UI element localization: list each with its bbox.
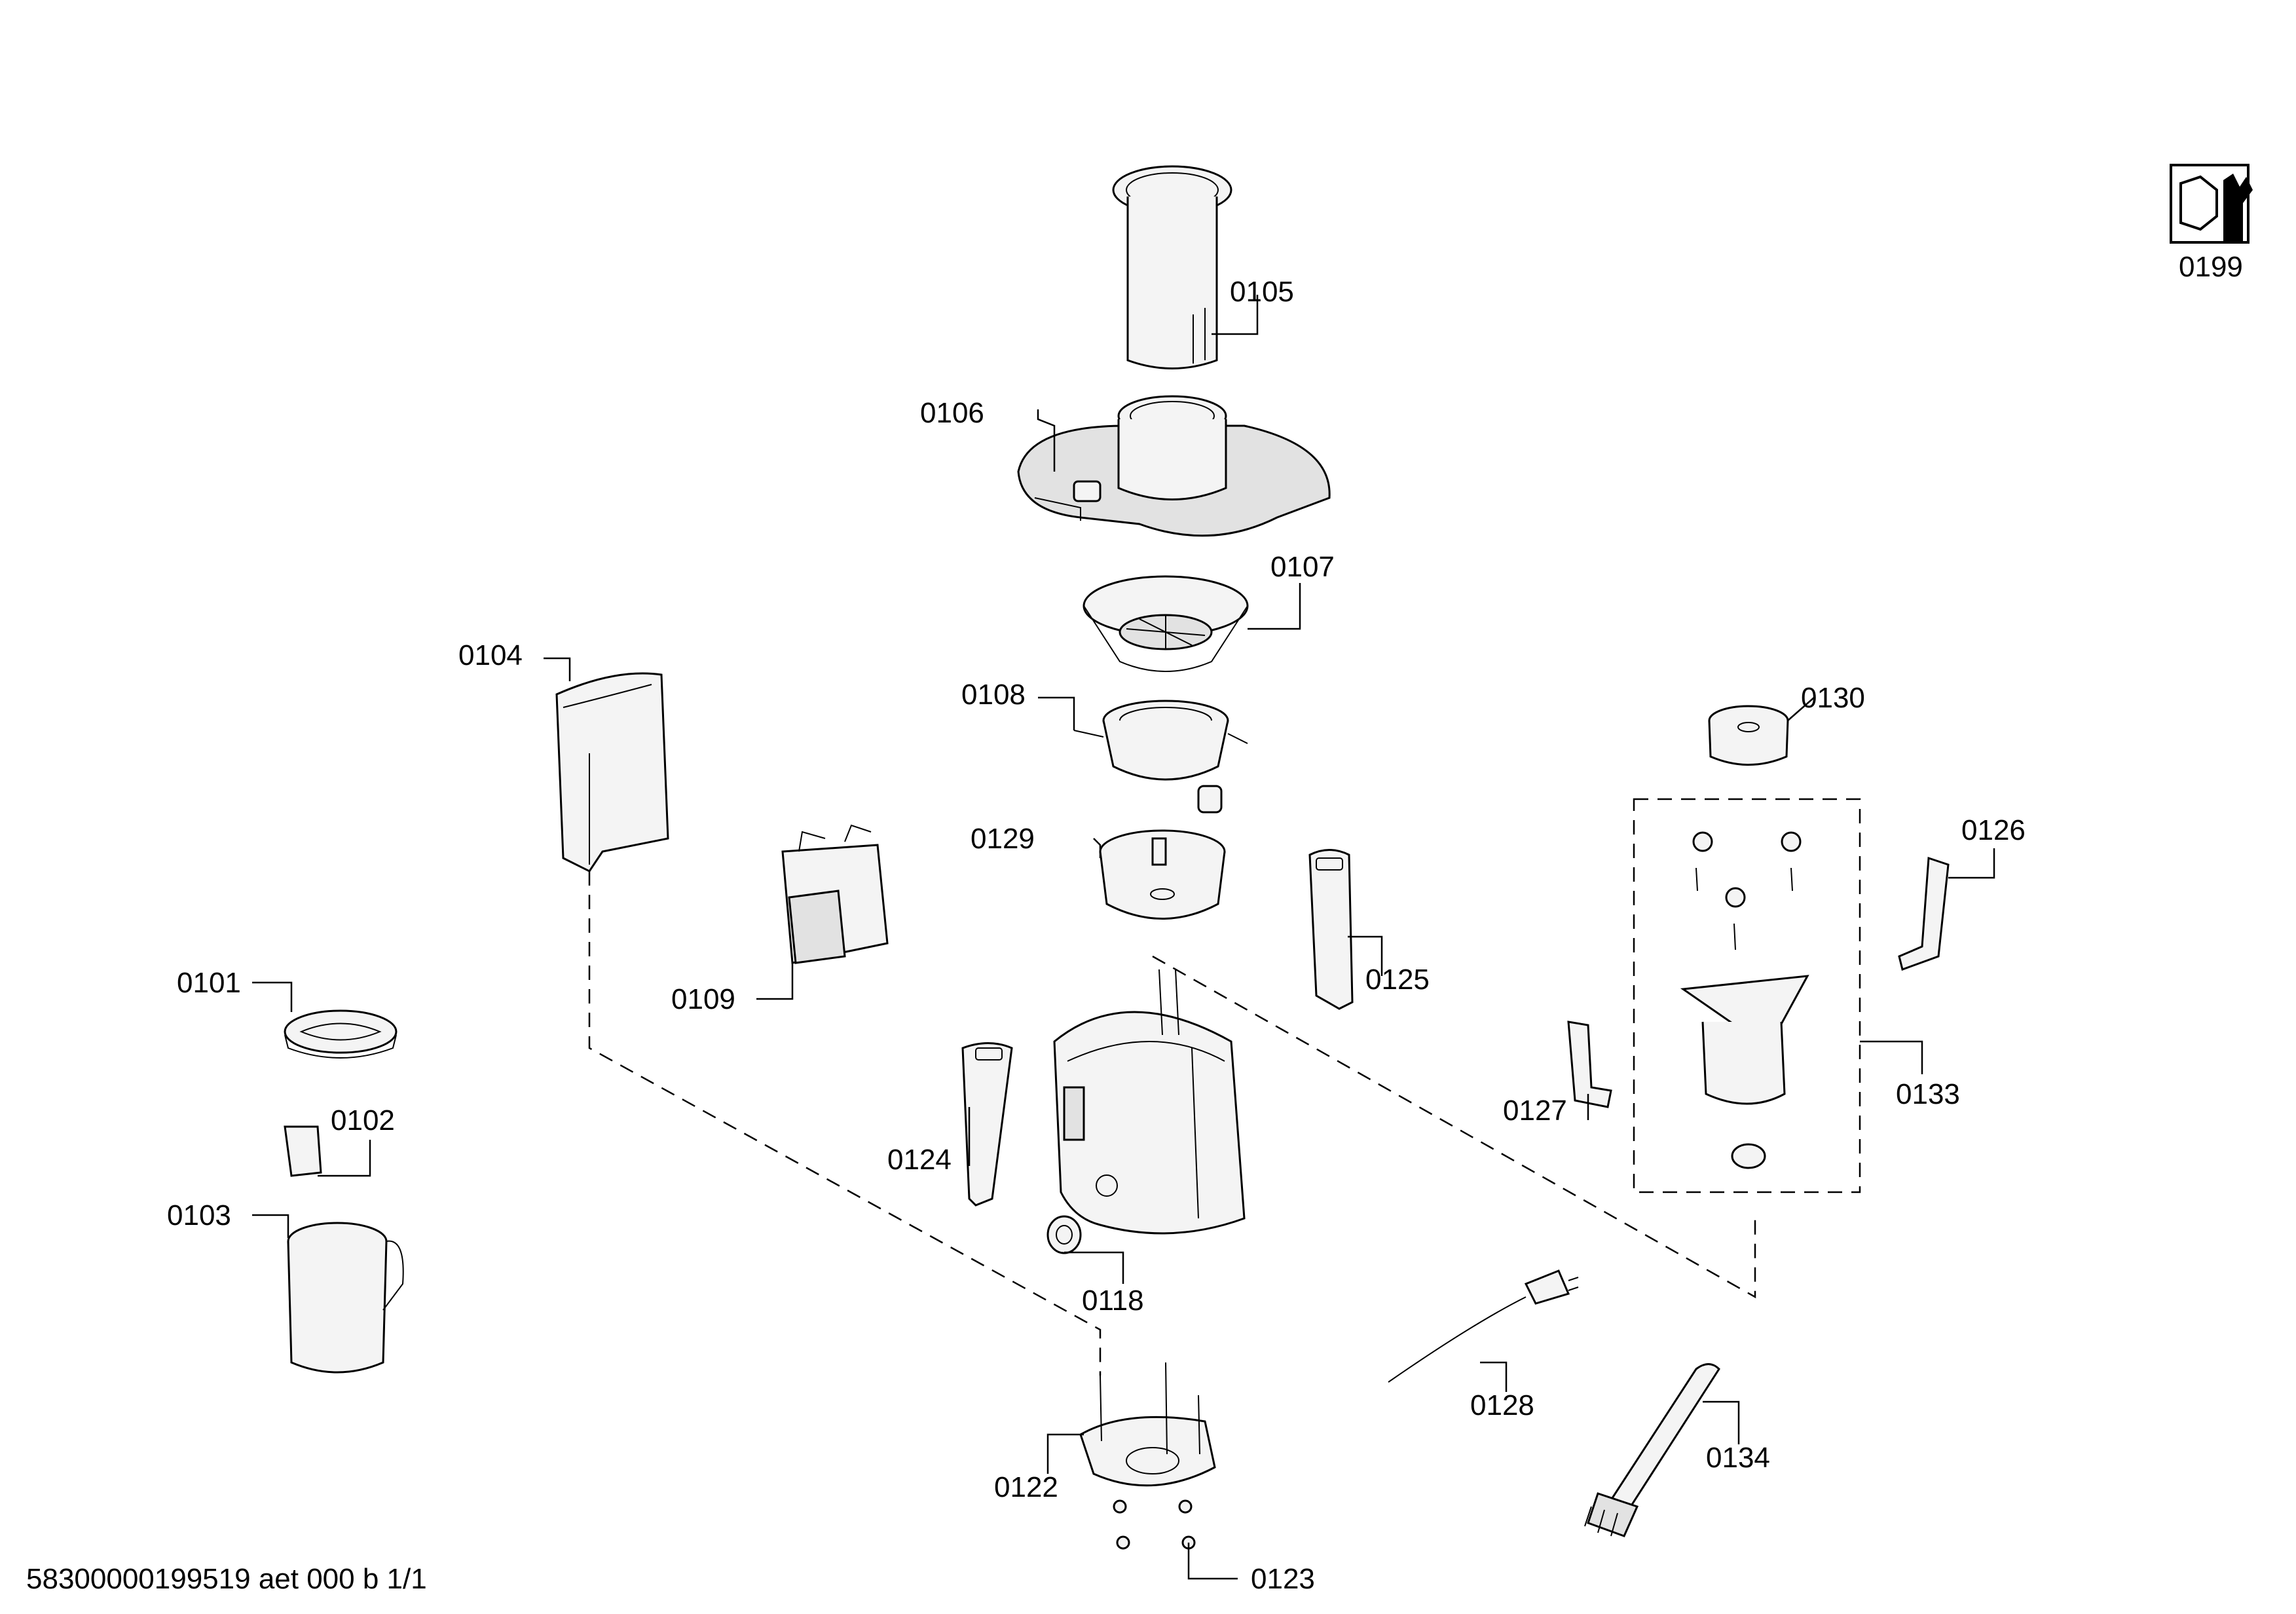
part-0128-power-cord[interactable] (1388, 1269, 1579, 1383)
part-0122-base-plate[interactable] (1079, 1362, 1216, 1487)
assembly-lines (588, 871, 1756, 1376)
label-0107: 0107 (1270, 551, 1335, 583)
label-0199: 0199 (2179, 251, 2243, 283)
part-0103-juice-jug[interactable] (287, 1222, 404, 1374)
label-0129: 0129 (971, 823, 1035, 855)
part-main-housing[interactable] (1053, 969, 1246, 1235)
part-0129-drive-adapter[interactable] (1099, 829, 1226, 920)
label-0101: 0101 (177, 967, 241, 999)
label-0109: 0109 (671, 983, 735, 1015)
leader-lines (252, 295, 1995, 1580)
label-0108: 0108 (961, 679, 1026, 711)
part-0105-pusher[interactable] (1112, 165, 1232, 369)
label-0128: 0128 (1470, 1389, 1534, 1421)
part-0109-inner-part[interactable] (781, 824, 889, 964)
part-0126-bracket[interactable] (1898, 856, 1950, 971)
part-0102-foam-separator[interactable] (284, 1125, 322, 1177)
part-0133-motor-assembly[interactable] (1633, 798, 1861, 1193)
label-0130: 0130 (1801, 682, 1865, 714)
part-0104-pulp-container[interactable] (555, 672, 669, 873)
part-0130-motor-coupling[interactable] (1708, 705, 1789, 766)
label-0127: 0127 (1503, 1095, 1567, 1127)
label-0104: 0104 (458, 639, 523, 671)
part-0124-side-latch[interactable] (961, 1042, 1013, 1207)
part-0108-juice-bowl[interactable] (1073, 700, 1248, 814)
label-0124: 0124 (887, 1144, 952, 1176)
service-kit-icon (2170, 164, 2253, 244)
label-0123: 0123 (1251, 1563, 1315, 1595)
label-0126: 0126 (1961, 814, 2026, 846)
part-0134-cleaning-brush[interactable] (1584, 1363, 1720, 1537)
label-0134: 0134 (1706, 1442, 1770, 1474)
label-0133: 0133 (1896, 1078, 1960, 1110)
part-0107-filter-basket[interactable] (1083, 575, 1249, 672)
part-0125-side-latch[interactable] (1308, 849, 1354, 1010)
drawing-footer: 58300000199519 aet 000 b 1/1 (26, 1563, 427, 1595)
label-0118: 0118 (1082, 1285, 1144, 1317)
part-0127-bracket[interactable] (1567, 1021, 1612, 1108)
part-0118-control-knob[interactable] (1046, 1215, 1082, 1254)
part-0123-feet[interactable] (1113, 1499, 1196, 1550)
part-0106-lid[interactable] (1017, 395, 1331, 537)
label-0103: 0103 (167, 1199, 231, 1231)
label-0106: 0106 (920, 397, 984, 429)
label-0102: 0102 (331, 1104, 395, 1136)
label-0105: 0105 (1230, 276, 1294, 308)
part-0101-jug-lid[interactable] (284, 1009, 398, 1059)
label-0125: 0125 (1365, 964, 1430, 996)
label-0122: 0122 (994, 1471, 1058, 1503)
